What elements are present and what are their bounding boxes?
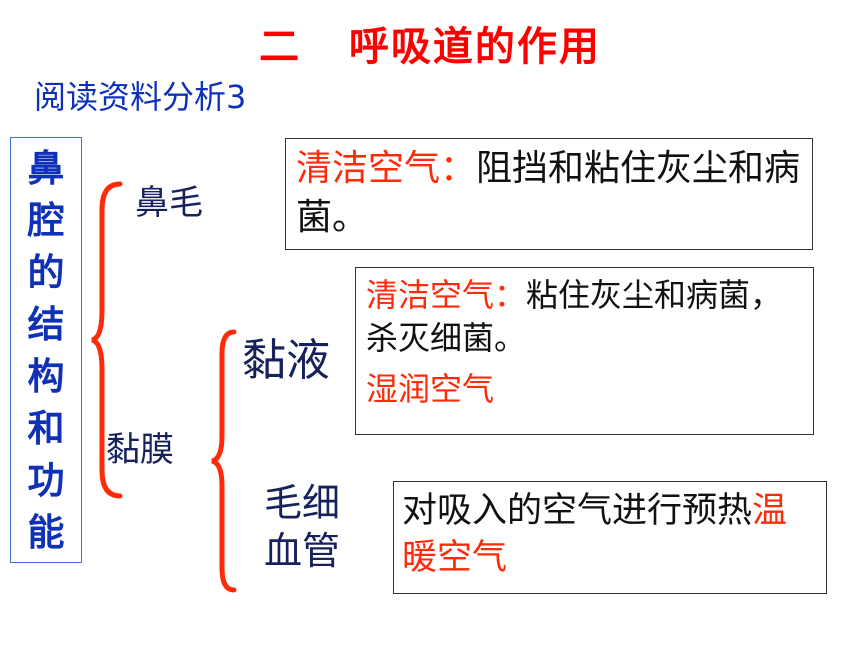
box-capillary-body: 对吸入的空气进行预热 — [402, 491, 753, 531]
vertical-char: 结 — [27, 302, 65, 346]
vertical-char: 和 — [27, 406, 65, 450]
box-nose-hair-body: 阻挡和粘住灰尘和病菌。 — [296, 148, 801, 238]
box-mucus-body: 粘住灰尘和病菌，杀灭细菌。 — [366, 276, 783, 358]
vertical-char: 鼻 — [27, 146, 65, 190]
left-brace — [91, 181, 123, 499]
node-mucus: 黏液 — [242, 335, 330, 386]
node-capillary-line1: 毛细 — [264, 481, 341, 525]
box-nose-hair: 清洁空气：阻挡和粘住灰尘和病菌。 — [285, 138, 813, 250]
box-capillary-tail: 温暖空气 — [402, 491, 788, 579]
box-mucus-extra: 湿润空气 — [366, 370, 495, 409]
box-nose-hair-head: 清洁空气： — [296, 148, 477, 189]
page-title: 二 呼吸道的作用 — [259, 24, 601, 70]
vertical-char: 的 — [27, 250, 65, 294]
subtitle: 阅读资料分析3 — [34, 78, 247, 116]
vertical-char: 能 — [27, 510, 65, 554]
box-mucus: 清洁空气：粘住灰尘和病菌，杀灭细菌。 湿润空气 — [355, 267, 814, 435]
vertical-label: 鼻 腔 的 结 构 和 功 能 — [10, 137, 82, 563]
node-nose-hair: 鼻毛 — [135, 183, 203, 223]
vertical-char: 功 — [27, 458, 65, 502]
right-brace — [211, 329, 237, 593]
node-capillary: 毛细 血管 — [264, 480, 340, 575]
vertical-char: 构 — [27, 354, 65, 398]
vertical-char: 腔 — [27, 198, 65, 242]
node-capillary-line2: 血管 — [264, 528, 341, 573]
box-capillary: 对吸入的空气进行预热温暖空气 — [393, 481, 827, 594]
box-mucus-head: 清洁空气： — [366, 276, 527, 314]
node-mucosa: 黏膜 — [106, 430, 174, 470]
